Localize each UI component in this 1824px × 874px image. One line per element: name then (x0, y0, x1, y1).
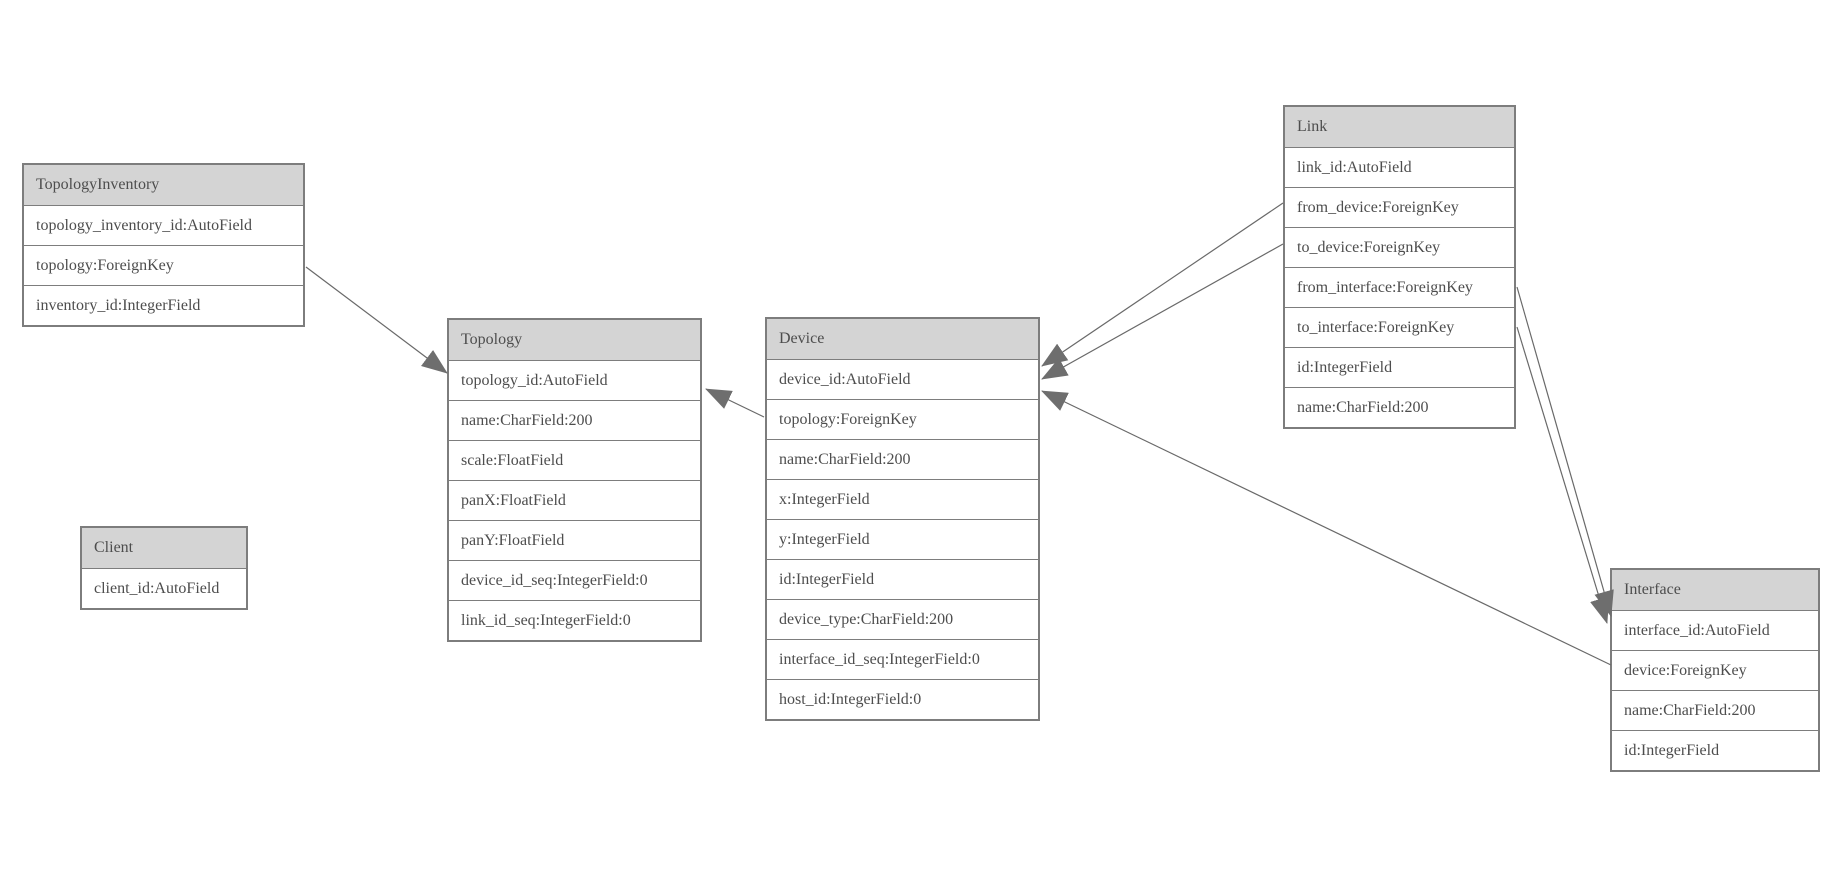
field-row-device_id_seq: device_id_seq:IntegerField:0 (449, 560, 700, 600)
field-row-name: name:CharField:200 (767, 439, 1038, 479)
field-row-name: name:CharField:200 (1285, 387, 1514, 427)
entity-table-client: Client client_id:AutoField (80, 526, 248, 610)
field-row-id: id:IntegerField (1285, 347, 1514, 387)
field-row-panY: panY:FloatField (449, 520, 700, 560)
field-row-y: y:IntegerField (767, 519, 1038, 559)
field-row-to_interface: to_interface:ForeignKey (1285, 307, 1514, 347)
field-row-link_id_seq: link_id_seq:IntegerField:0 (449, 600, 700, 640)
field-row-from_device: from_device:ForeignKey (1285, 187, 1514, 227)
field-row-topology_inventory_id: topology_inventory_id:AutoField (24, 205, 303, 245)
field-row-x: x:IntegerField (767, 479, 1038, 519)
relation-interface-device-to-device (1041, 390, 1612, 666)
relation-link-from_device-to-device (1041, 202, 1284, 367)
field-row-device: device:ForeignKey (1612, 650, 1818, 690)
field-row-link_id: link_id:AutoField (1285, 147, 1514, 187)
relation-topologyinventory-topology-to-topology (305, 266, 448, 374)
relation-link-from_interface-to-interface (1516, 286, 1614, 617)
field-row-to_device: to_device:ForeignKey (1285, 227, 1514, 267)
entity-table-header: Link (1285, 107, 1514, 147)
field-row-client_id: client_id:AutoField (82, 568, 246, 608)
field-row-panX: panX:FloatField (449, 480, 700, 520)
relation-link-to_device-to-device (1041, 243, 1284, 380)
field-row-interface_id: interface_id:AutoField (1612, 610, 1818, 650)
entity-table-header: Device (767, 319, 1038, 359)
relation-link-to_interface-to-interface (1516, 326, 1610, 624)
entity-table-topologyinventory: TopologyInventory topology_inventory_id:… (22, 163, 305, 327)
relation-device-topology-to-topology (705, 388, 765, 418)
field-row-host_id: host_id:IntegerField:0 (767, 679, 1038, 719)
field-row-name: name:CharField:200 (1612, 690, 1818, 730)
field-row-topology: topology:ForeignKey (767, 399, 1038, 439)
entity-table-header: Client (82, 528, 246, 568)
field-row-device_type: device_type:CharField:200 (767, 599, 1038, 639)
field-row-device_id: device_id:AutoField (767, 359, 1038, 399)
field-row-name: name:CharField:200 (449, 400, 700, 440)
entity-table-header: Interface (1612, 570, 1818, 610)
field-row-topology: topology:ForeignKey (24, 245, 303, 285)
field-row-inventory_id: inventory_id:IntegerField (24, 285, 303, 325)
field-row-id: id:IntegerField (1612, 730, 1818, 770)
field-row-from_interface: from_interface:ForeignKey (1285, 267, 1514, 307)
field-row-id: id:IntegerField (767, 559, 1038, 599)
field-row-scale: scale:FloatField (449, 440, 700, 480)
field-row-interface_id_seq: interface_id_seq:IntegerField:0 (767, 639, 1038, 679)
field-row-topology_id: topology_id:AutoField (449, 360, 700, 400)
entity-table-header: Topology (449, 320, 700, 360)
entity-table-header: TopologyInventory (24, 165, 303, 205)
